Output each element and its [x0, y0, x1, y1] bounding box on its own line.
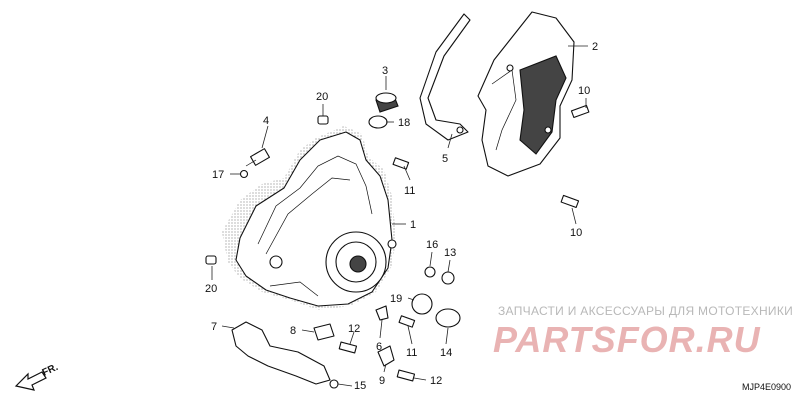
callout-12-lower: 12: [430, 375, 442, 387]
callout-11-lower: 11: [406, 347, 417, 359]
filler-cap: [375, 92, 399, 113]
front-marker-label: FR.: [41, 362, 60, 379]
callout-6: 6: [376, 341, 382, 353]
sprocket-cover: [477, 11, 575, 177]
diagram-code: MJP4E0900: [742, 382, 792, 392]
callout-11-upper: 11: [404, 185, 415, 197]
callout-4: 4: [263, 115, 269, 127]
bolt-12-upper: [338, 341, 358, 354]
callout-9: 9: [379, 375, 385, 387]
bolt-11-upper: [392, 157, 410, 170]
watermark-logo: PARTSFOR.RU: [493, 319, 761, 360]
front-direction-marker: FR.: [14, 362, 60, 391]
dowel-pin-20-top: [317, 115, 329, 125]
leader-lines: [211, 45, 588, 387]
callout-10-upper: 10: [578, 85, 590, 97]
cap-14: [435, 308, 461, 328]
washer-13: [441, 271, 455, 285]
callout-13: 13: [444, 247, 456, 259]
callout-8: 8: [290, 325, 296, 337]
bolt-12-lower: [396, 369, 416, 382]
clamp-9: [377, 345, 395, 367]
callout-3: 3: [382, 65, 388, 77]
callout-5: 5: [442, 153, 448, 165]
callout-1: 1: [410, 219, 416, 231]
callout-labels: 1 2 3 4 5 6 7 8 9 10 10 11 11 12 12 13 1…: [205, 41, 598, 392]
bolt-11-lower: [398, 315, 416, 328]
dowel-pin-20-bottom: [205, 255, 217, 265]
callout-12-upper: 12: [348, 323, 360, 335]
watermark-subtitle: ЗАПЧАСТИ И АКСЕССУАРЫ ДЛЯ МОТОТЕХНИКИ: [498, 304, 794, 318]
callout-15: 15: [354, 380, 366, 392]
clip-6: [375, 305, 389, 321]
callout-2: 2: [592, 41, 598, 53]
callout-7: 7: [211, 321, 217, 333]
bolt-10-upper: [570, 104, 590, 119]
arrow-icon: [14, 371, 47, 391]
callout-20-bottom: 20: [205, 283, 217, 295]
callout-16: 16: [426, 239, 438, 251]
crankcase-cover: [222, 126, 397, 310]
o-ring-18: [368, 115, 388, 129]
clamp-8: [313, 323, 335, 341]
callout-18: 18: [398, 117, 410, 129]
o-ring-19: [411, 293, 433, 315]
callout-20-top: 20: [316, 91, 328, 103]
callout-14: 14: [440, 347, 452, 359]
seal-16: [424, 266, 436, 278]
callout-17: 17: [212, 169, 224, 181]
cover-guide: [419, 13, 471, 141]
bolt-10-lower: [560, 194, 580, 209]
washer-17: [239, 169, 249, 179]
screw-15: [329, 379, 339, 389]
bolt-4: [245, 148, 270, 167]
guard-plate-7: [231, 321, 331, 385]
callout-10-lower: 10: [570, 227, 582, 239]
callout-19: 19: [390, 293, 402, 305]
